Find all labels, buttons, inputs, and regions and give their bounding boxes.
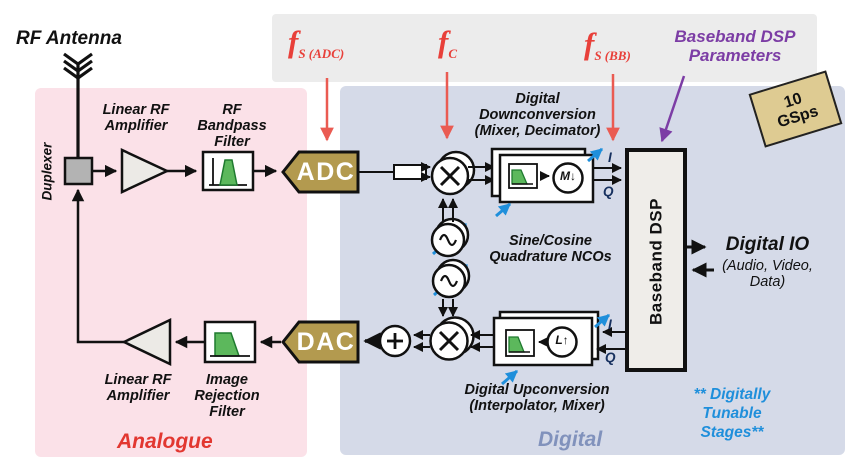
duplexer-label: Duplexer xyxy=(39,142,55,201)
downconversion-box xyxy=(490,147,595,204)
bandpass-filter-icon xyxy=(201,150,255,192)
nco1-icon xyxy=(430,217,470,258)
bb-params-arrow xyxy=(659,75,686,143)
nco2-icon xyxy=(431,258,471,299)
i-label-top: I xyxy=(608,150,612,165)
tx-amplifier-icon xyxy=(121,318,172,366)
fs-adc-label: fS (ADC) xyxy=(288,24,345,61)
decimator-label: M↓ xyxy=(560,169,576,183)
adc-label: ADC xyxy=(296,158,356,186)
interpolator-label: L↑ xyxy=(555,333,569,347)
mixer-to-downconv-arrows xyxy=(468,162,495,185)
fs-bb-label: fS (BB) xyxy=(584,26,631,63)
rx-amp-label: Linear RF Amplifier xyxy=(102,102,170,135)
q-label-bottom: Q xyxy=(605,350,616,365)
digital-region xyxy=(340,86,845,455)
dac-block xyxy=(281,320,360,364)
upconversion-box xyxy=(492,310,600,367)
iq-top-arrows xyxy=(594,163,622,185)
q-label-top: Q xyxy=(603,184,614,199)
baseband-dsp-block xyxy=(625,148,687,372)
digital-io-arrows xyxy=(687,239,714,278)
nco1-to-mixer-arrows xyxy=(438,198,458,222)
digital-io-sub-label: (Audio, Video, Data) xyxy=(722,258,813,291)
tx-amp-label: Linear RF Amplifier xyxy=(104,372,172,405)
baseband-dsp-label: Baseband DSP xyxy=(646,198,666,325)
duplexer-block xyxy=(63,156,94,186)
image-rejection-filter-icon xyxy=(203,320,257,364)
antenna-icon xyxy=(63,52,93,158)
analogue-region-label: Analogue xyxy=(117,430,213,453)
adc-block xyxy=(281,150,360,194)
decimator-icon xyxy=(552,162,584,194)
down-mixer-icon xyxy=(430,150,476,196)
fc-label: fC xyxy=(438,24,457,61)
mixer-to-summer-arrows xyxy=(413,330,430,352)
tunable-stages-label: ** Digitally Tunable Stages** xyxy=(693,386,771,441)
up-mixer-icon xyxy=(429,316,475,361)
bb-params-label: Baseband DSP Parameters xyxy=(674,27,796,66)
rx-amplifier-icon xyxy=(120,148,170,194)
bandpass-label: RF Bandpass Filter xyxy=(197,102,267,151)
box-tunable-arrows xyxy=(495,147,610,386)
bus-icon xyxy=(393,164,427,180)
analogue-region xyxy=(35,88,307,457)
nco2-to-mixer-arrows xyxy=(438,299,458,317)
frequency-header-band xyxy=(272,14,817,82)
downconversion-label: Digital Downconversion (Mixer, Decimator… xyxy=(474,91,601,140)
digital-io-label: Digital IO xyxy=(725,234,810,255)
tx-path-arrows xyxy=(71,188,281,349)
digital-region-label: Digital xyxy=(538,428,603,451)
interpolator-icon xyxy=(546,326,578,358)
upconversion-label: Digital Upconversion (Interpolator, Mixe… xyxy=(464,382,610,415)
nco-label: Sine/Cosine Quadrature NCOs xyxy=(489,233,612,266)
frequency-arrows xyxy=(320,72,620,142)
image-rejection-label: Image Rejection Filter xyxy=(194,372,260,421)
iq-bottom-arrows xyxy=(470,327,627,354)
bus-to-mixer-arrows xyxy=(421,162,431,182)
dac-label: DAC xyxy=(296,328,356,356)
rf-antenna-label: RF Antenna xyxy=(16,28,122,49)
rx-path-arrows xyxy=(92,164,394,178)
i-label-bottom: I xyxy=(608,317,612,332)
summer-icon xyxy=(378,324,412,358)
